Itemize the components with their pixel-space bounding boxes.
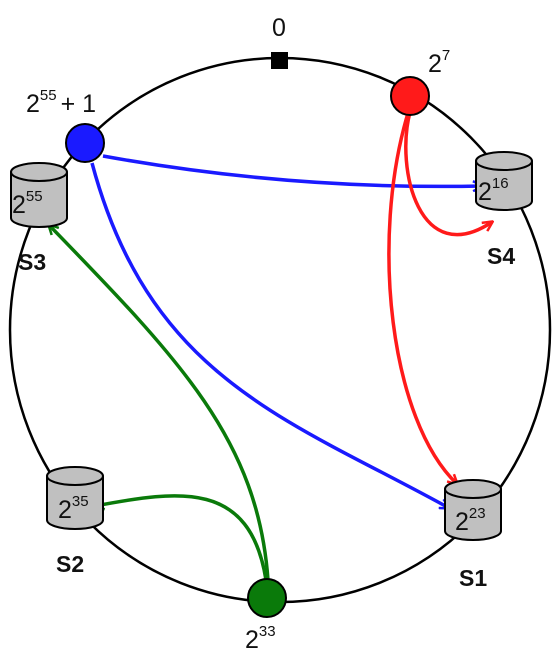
server-s2-hash: 235	[58, 493, 89, 524]
server-s4-hash: 216	[478, 175, 509, 206]
server-s2-name: S2	[56, 551, 84, 577]
server-s1-hash: 223	[455, 505, 486, 536]
arrow-green-to-s3	[49, 225, 270, 581]
arrow-blue-to-s4	[102, 154, 482, 186]
arrow-green-to-s2	[95, 494, 268, 581]
origin-label: 0	[272, 14, 286, 42]
green-key-node	[247, 578, 287, 618]
server-s3-cylinder: 255	[10, 162, 68, 228]
server-s4-name: S4	[487, 243, 515, 269]
server-s1-name: S1	[459, 565, 487, 591]
server-s3-hash: 255	[12, 188, 43, 219]
red-key-label: 27	[428, 47, 450, 78]
arrow-red-to-s1	[387, 112, 457, 484]
arrow-red-to-s4	[404, 111, 492, 237]
blue-key-node	[65, 123, 105, 163]
server-s3-name: S3	[18, 249, 46, 275]
server-s4-cylinder: 216	[475, 151, 533, 211]
red-key-node	[390, 76, 430, 116]
blue-key-label: 255+ 1	[26, 87, 96, 118]
server-s2-cylinder: 235	[46, 466, 104, 530]
green-key-label: 233	[245, 623, 276, 654]
server-s1-cylinder: 223	[444, 479, 502, 541]
arrow-blue-to-s1	[90, 162, 449, 508]
origin-marker	[271, 52, 288, 69]
